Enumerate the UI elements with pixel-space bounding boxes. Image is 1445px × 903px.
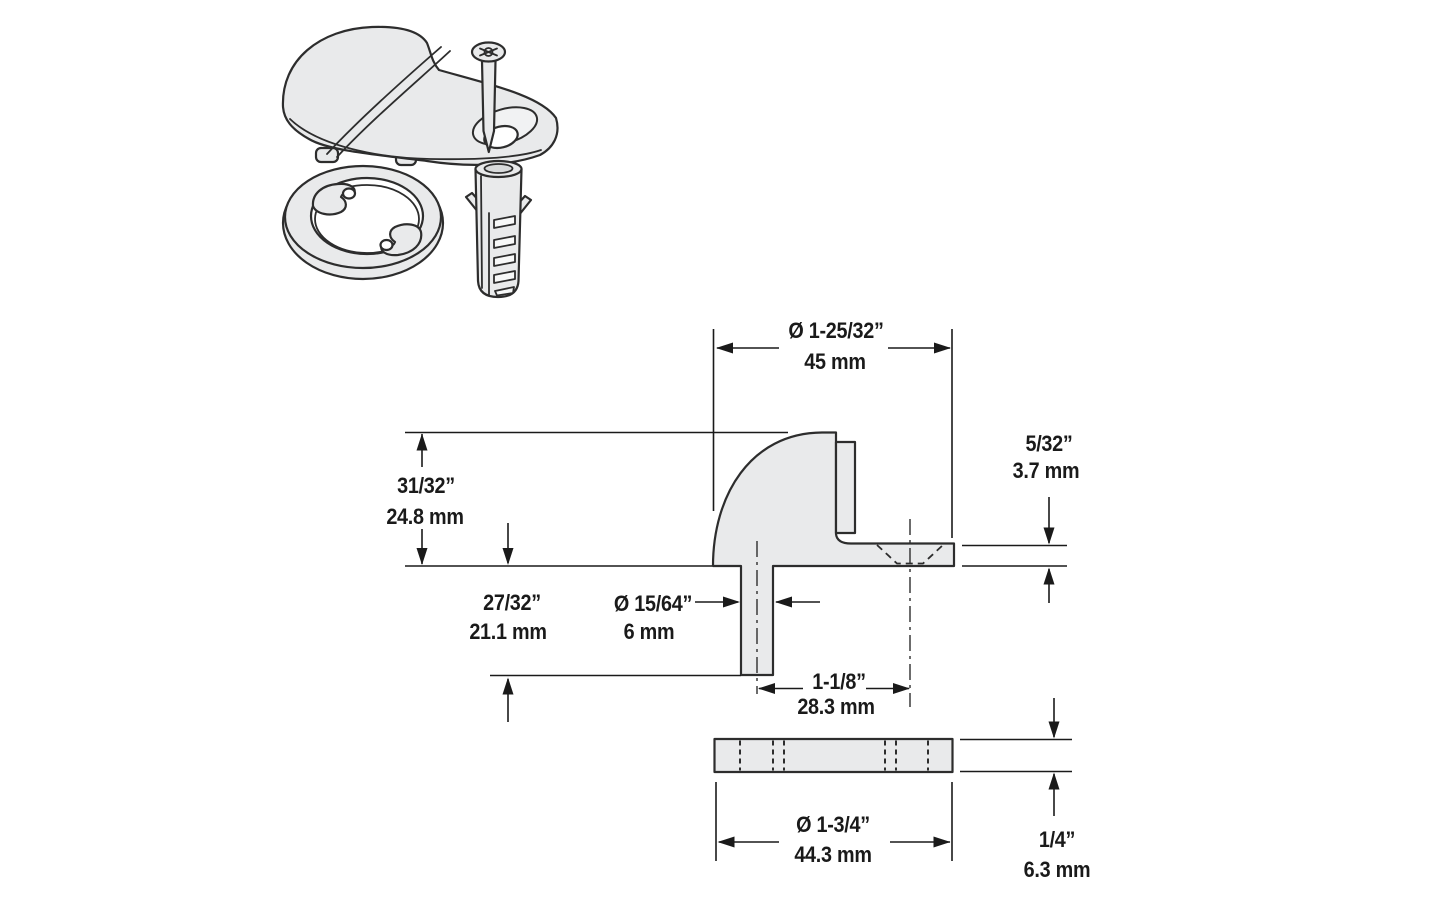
dim-base-thickness-mm: 6.3 mm: [1023, 857, 1091, 882]
dim-hole-spacing-inch: 1-1/8”: [812, 669, 866, 694]
dome-wedge-ridge-line: [336, 50, 451, 158]
ring-opening-depth-line: [314, 184, 420, 254]
anchor-bore-hole: [483, 163, 514, 174]
dim-post-length-mm: 21.1 mm: [469, 619, 547, 644]
mounting-screw-illustration: [470, 41, 507, 154]
anchor-rib: [493, 235, 516, 249]
side-profile: [711, 431, 956, 677]
dim-hole-spacing-mm: 28.3 mm: [797, 694, 875, 719]
anchor-side-edge: [480, 175, 483, 289]
dim-post-diameter-inch: Ø 15/64”: [613, 591, 693, 616]
phillips-cross-icon: [479, 47, 498, 57]
dim-dome-height-mm: 24.8 mm: [386, 504, 464, 529]
dome-base-rim-line: [289, 118, 542, 161]
dome-wedge-ridge-line: [326, 46, 442, 155]
anchor-rib: [493, 215, 516, 229]
dim-post-diameter-mm: 6 mm: [623, 619, 675, 644]
side-bumper-tab: [834, 440, 857, 535]
wall-anchor-illustration: [464, 159, 533, 299]
ring-tab-notch: [341, 187, 357, 200]
dome-door-stop-illustration: [281, 25, 559, 167]
dim-base-thickness-inch: 1/4”: [1038, 827, 1076, 852]
dim-flange-thickness-mm: 3.7 mm: [1012, 458, 1080, 483]
dim-top-diameter-inch: Ø 1-25/32”: [788, 318, 884, 343]
bottom-view-drawing: [713, 737, 954, 774]
anchor-body: [474, 167, 523, 299]
dim-dome-height-inch: 31/32”: [397, 473, 455, 498]
base-plate-edge: [713, 737, 954, 774]
dome-foot-tab: [314, 146, 340, 164]
dim-base-diameter-inch: Ø 1-3/4”: [796, 812, 870, 837]
dimension-lines: [405, 329, 1072, 861]
dim-base-diameter-mm: 44.3 mm: [794, 842, 872, 867]
anchor-rib: [493, 270, 516, 284]
phillips-center: [483, 47, 494, 57]
ring-tab-notch: [379, 238, 394, 252]
anchor-rib: [493, 253, 516, 267]
anchor-rib: [494, 286, 515, 297]
dome-body: [281, 25, 559, 166]
dim-flange-thickness-inch: 5/32”: [1025, 431, 1073, 456]
side-view-drawing: [711, 431, 956, 707]
dim-top-diameter-mm: 45 mm: [804, 349, 866, 374]
dim-post-length-inch: 27/32”: [483, 590, 541, 615]
mounting-ring-illustration: [281, 164, 445, 281]
